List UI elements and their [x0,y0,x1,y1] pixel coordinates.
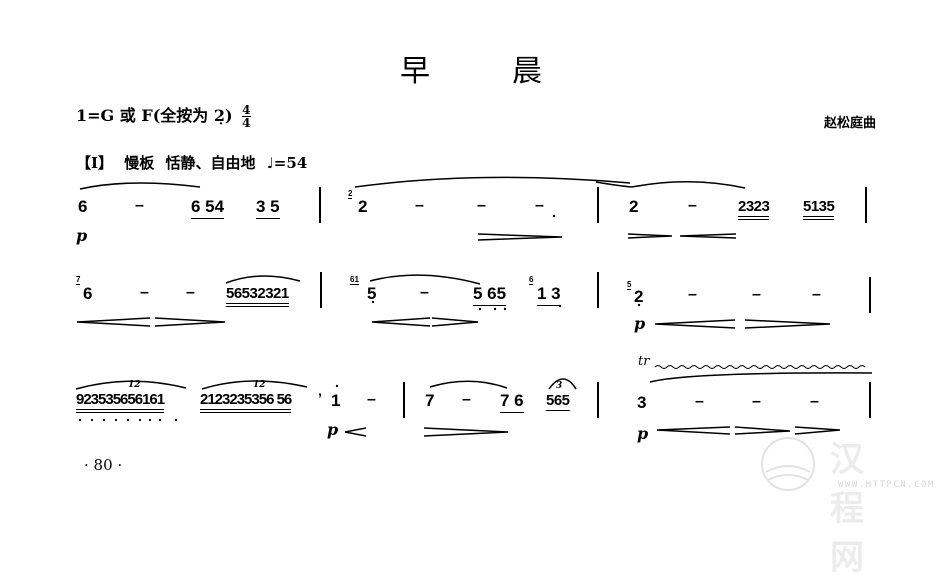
note: 1 [331,391,341,410]
score-markings [75,176,873,437]
note: 2 [634,287,644,306]
note: 2 [629,197,639,216]
watermark-logo-icon [761,437,815,491]
octave-dots [78,214,641,422]
section-marker: 【I】 [76,154,114,172]
note: 5 [367,284,377,303]
hairpin [654,319,831,329]
dynamic-p: p [327,420,339,439]
slur [595,181,633,188]
hairpin [423,427,509,437]
slur [631,181,746,189]
dash: – [752,393,761,410]
barline [865,187,867,223]
slur [369,274,481,285]
dash: – [477,197,486,214]
breath-mark: ’ [318,390,322,406]
note-group: 2123235356 56 [200,391,292,413]
tuplet-bracket [548,378,577,390]
tuplet-number: 12 [253,380,266,390]
barline [597,272,599,308]
dash: – [186,284,195,301]
dash: – [420,284,429,301]
note: 3 [637,393,647,412]
dash: – [415,197,424,214]
grace-note: 5 [627,280,632,290]
barline [319,187,321,223]
barline [403,382,405,418]
note-group: 2323 [738,198,770,220]
barline [869,382,871,418]
tuplet-number: 12 [128,380,141,390]
grace-note: 6 [529,275,534,285]
page-number: · 80 · [84,456,123,474]
barline [597,187,599,223]
note-group: 56532321 [226,285,289,307]
hairpin [344,427,367,437]
dynamic-p: p [76,226,88,245]
grace-note: 2 [348,189,353,199]
dash: – [462,391,471,408]
slur [429,380,508,389]
time-signature: 4 4 [242,103,251,130]
dash: – [688,197,697,214]
dash: – [695,393,704,410]
tuplet-number: 3 [556,381,563,391]
dash: – [812,286,821,303]
slur [354,176,631,188]
hairpin-decrescendo [477,233,563,241]
barline [597,382,599,418]
metronome-mark: ♩=54 [266,154,308,172]
note-group: 5135 [803,198,835,220]
grace-note: 7 [76,275,81,285]
grace-note: 61 [350,275,359,285]
note-group: 923535656161 [76,391,165,413]
title-char-2: 晨 [512,54,542,89]
note: 7 [425,391,435,410]
note-group: 3 5 [256,197,280,219]
trill-mark: tr [638,354,650,369]
note: 6 [78,197,88,216]
note-group: 565 [546,392,570,411]
note-group: 5 65 [473,284,507,306]
tempo-marking: 【I】 慢板 恬静、自由地 ♩=54 [76,152,307,173]
dash: – [688,286,697,303]
title-char-1: 早 [400,54,430,89]
key-signature: 1=G 或 F(全按为 2̣) 4 4 [76,102,251,129]
dash: – [140,284,149,301]
slur [79,182,201,190]
composer: 赵松庭曲 [823,116,876,131]
note-group: 6 54 [191,197,225,219]
trill-wavy-line [654,365,866,369]
slur [75,380,187,390]
note-group: 1 3 [537,284,561,306]
tempo-terms: 慢板 恬静、自由地 [124,154,256,172]
watermark-url: WWW.HTTPCN.COM [838,480,935,490]
slur [201,380,308,390]
key-text: 1=G 或 F(全按为 2̣) [76,106,233,125]
slur [225,275,301,284]
watermark-text: 汉程网 [830,440,866,578]
dash: – [535,197,544,214]
dynamic-p: p [637,424,649,443]
hairpin [76,317,226,327]
note: 6 [83,284,93,303]
dash: – [367,391,376,408]
hairpin [656,426,841,435]
barline [320,272,322,308]
note-group: 7 6 [500,391,524,413]
slur-trill [649,372,873,383]
note: 2 [358,197,368,216]
hairpin [627,233,737,239]
dynamic-p: p [634,314,646,333]
dash: – [752,286,761,303]
dash: – [810,393,819,410]
barline [869,277,871,313]
hairpin [371,317,479,327]
dash: – [135,197,144,214]
